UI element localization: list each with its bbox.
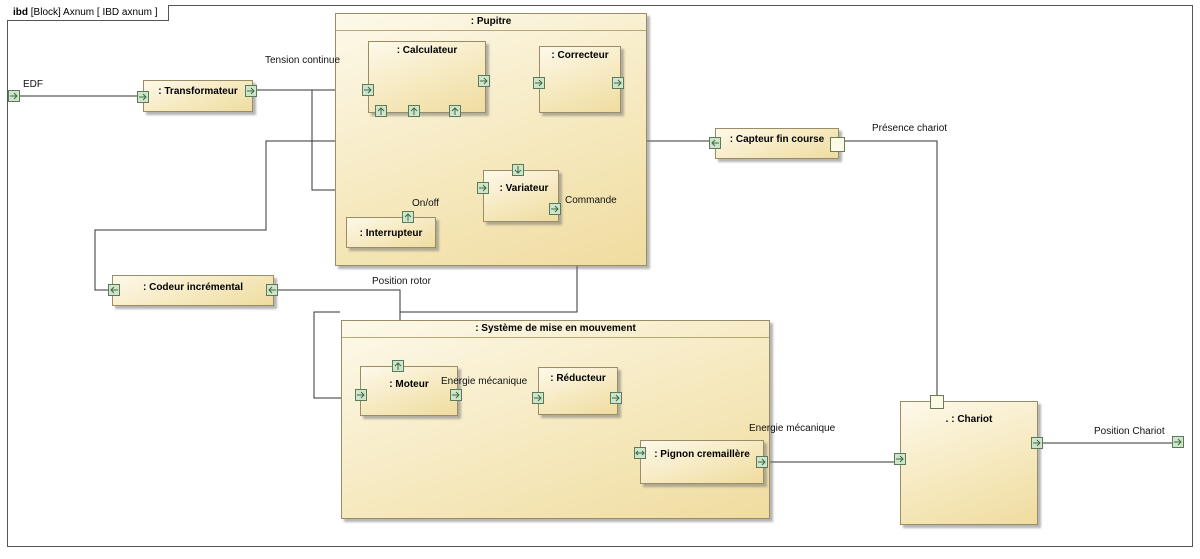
- pignon-out-port[interactable]: [756, 456, 768, 468]
- port-arrow-icon: [612, 394, 620, 402]
- chariot-in-port[interactable]: [894, 453, 906, 465]
- block-interrupteur[interactable]: : Interrupteur: [346, 217, 436, 248]
- variateur-top-port[interactable]: [512, 164, 524, 176]
- position-chariot-port[interactable]: [1172, 436, 1184, 448]
- port-arrow-icon: [404, 213, 412, 221]
- codeur-in-port[interactable]: [108, 284, 120, 296]
- calculateur-bottom-port-3[interactable]: [449, 105, 461, 117]
- block-systeme-divider: [342, 337, 769, 338]
- port-arrow-icon: [551, 205, 559, 213]
- label-edf: EDF: [23, 79, 43, 90]
- variateur-in-port[interactable]: [477, 182, 489, 194]
- connector-moteur-codeur: [313, 311, 357, 399]
- block-calculateur-title: : Calculateur: [396, 45, 458, 56]
- port-arrow-icon: [357, 391, 365, 399]
- label-commande: Commande: [565, 195, 617, 206]
- capteur-out-port[interactable]: [709, 137, 721, 149]
- block-interrupteur-title: : Interrupteur: [359, 228, 423, 239]
- block-chariot-title: . : Chariot: [945, 414, 993, 425]
- moteur-out-port[interactable]: [450, 389, 462, 401]
- block-systeme-mise-en-mouvement[interactable]: : Système de mise en mouvement: [341, 320, 770, 519]
- calculateur-bottom-port-2[interactable]: [408, 105, 420, 117]
- port-arrow-icon: [758, 458, 766, 466]
- capteur-in-port[interactable]: [830, 137, 845, 152]
- reducteur-in-port[interactable]: [532, 392, 544, 404]
- port-arrow-icon: [364, 86, 372, 94]
- block-pupitre-divider: [336, 30, 646, 31]
- block-pupitre-title: : Pupitre: [470, 16, 512, 27]
- port-arrow-icon: [377, 107, 385, 115]
- moteur-in-port[interactable]: [355, 389, 367, 401]
- port-arrow-icon: [1174, 438, 1182, 446]
- port-arrow-icon: [614, 79, 622, 87]
- port-arrow-icon: [10, 92, 18, 100]
- port-arrow-icon: [896, 455, 904, 463]
- port-arrow-icon: [139, 93, 147, 101]
- block-reducteur[interactable]: : Réducteur: [538, 367, 618, 415]
- port-arrow-icon: [410, 107, 418, 115]
- moteur-top-port[interactable]: [392, 360, 404, 372]
- block-pignon-title: : Pignon cremaillère: [654, 449, 750, 460]
- port-arrow-icon: [452, 391, 460, 399]
- block-transformateur[interactable]: : Transformateur: [143, 80, 253, 112]
- label-tension-continue: Tension continue: [265, 55, 341, 66]
- chariot-out-port[interactable]: [1031, 437, 1043, 449]
- calculateur-out-port[interactable]: [478, 75, 490, 87]
- variateur-out-port[interactable]: [549, 203, 561, 215]
- codeur-out-port[interactable]: [266, 284, 278, 296]
- block-systeme-title: : Système de mise en mouvement: [475, 323, 636, 334]
- correcteur-in-port[interactable]: [533, 77, 545, 89]
- block-moteur-title: : Moteur: [389, 379, 429, 390]
- port-arrow-icon: [480, 77, 488, 85]
- port-arrow-icon: [451, 107, 459, 115]
- block-codeur-title: : Codeur incrémental: [142, 282, 244, 293]
- reducteur-out-port[interactable]: [610, 392, 622, 404]
- port-arrow-icon: [479, 184, 487, 192]
- transformateur-in-port[interactable]: [137, 91, 149, 103]
- label-energie-mecanique-2: Energie mécanique: [749, 423, 836, 434]
- port-arrow-icon: [711, 139, 719, 147]
- connector-presence-chariot: [845, 140, 938, 395]
- edf-port[interactable]: [8, 90, 20, 102]
- block-capteur-fin-course[interactable]: : Capteur fin course: [715, 128, 839, 159]
- block-transformateur-title: : Transformateur: [158, 86, 238, 97]
- port-arrow-icon: [1033, 439, 1041, 447]
- port-arrow-icon: [268, 286, 276, 294]
- port-arrow-icon: [635, 450, 645, 456]
- block-correcteur[interactable]: : Correcteur: [539, 46, 621, 113]
- label-presence-chariot: Présence chariot: [872, 123, 948, 134]
- block-codeur-incremental[interactable]: : Codeur incrémental: [112, 275, 274, 306]
- diagram-frame: [7, 5, 1193, 547]
- port-arrow-icon: [110, 286, 118, 294]
- block-chariot[interactable]: . : Chariot: [900, 401, 1038, 525]
- block-variateur-title: : Variateur: [499, 183, 549, 194]
- interrupteur-port[interactable]: [402, 211, 414, 223]
- port-arrow-icon: [535, 79, 543, 87]
- frame-kind: ibd: [13, 7, 28, 18]
- calculateur-in-port[interactable]: [362, 84, 374, 96]
- transformateur-out-port[interactable]: [245, 85, 257, 97]
- port-arrow-icon: [247, 87, 255, 95]
- block-pignon-cremaillere[interactable]: : Pignon cremaillère: [640, 440, 764, 484]
- port-arrow-icon: [514, 166, 522, 174]
- block-calculateur[interactable]: : Calculateur: [368, 41, 486, 113]
- pignon-in-port[interactable]: [634, 447, 646, 459]
- chariot-top-port[interactable]: [930, 395, 944, 409]
- correcteur-out-port[interactable]: [612, 77, 624, 89]
- label-position-rotor: Position rotor: [372, 276, 431, 287]
- label-on-off: On/off: [412, 198, 440, 209]
- frame-tab: ibd [Block] Axnum [ IBD axnum ]: [7, 5, 169, 21]
- block-variateur[interactable]: : Variateur: [483, 170, 559, 222]
- calculateur-bottom-port-1[interactable]: [375, 105, 387, 117]
- block-capteur-title: : Capteur fin course: [729, 134, 825, 145]
- block-correcteur-title: : Correcteur: [551, 50, 609, 61]
- block-moteur[interactable]: : Moteur: [360, 366, 458, 416]
- port-arrow-icon: [534, 394, 542, 402]
- block-reducteur-title: : Réducteur: [550, 373, 606, 384]
- frame-title: [Block] Axnum [ IBD axnum ]: [30, 7, 158, 18]
- label-energie-mecanique-1: Energie mécanique: [441, 376, 528, 387]
- label-position-chariot: Position Chariot: [1094, 426, 1165, 437]
- port-arrow-icon: [394, 362, 402, 370]
